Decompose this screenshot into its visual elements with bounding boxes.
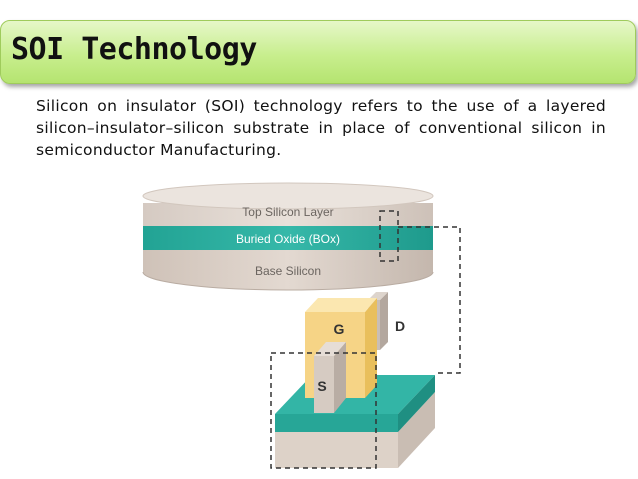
source-fin-top <box>314 342 346 356</box>
buried-oxide-layer <box>143 226 433 250</box>
wafer-bottom-edge <box>142 271 434 291</box>
base-silicon-body <box>143 250 433 272</box>
gate-side <box>365 298 377 398</box>
box-front <box>275 414 398 432</box>
wafer-top-surface <box>142 182 434 210</box>
top-silicon-label: Top Silicon Layer <box>242 205 333 219</box>
drain-fin-side <box>380 292 388 350</box>
drain-label: D <box>395 318 405 334</box>
base-silicon-label: Base Silicon <box>255 264 321 278</box>
source-label: S <box>317 378 326 394</box>
slide-title: SOI Technology <box>11 32 257 67</box>
wafer <box>142 182 434 291</box>
gate-label: G <box>334 321 345 337</box>
transistor-block <box>275 292 435 468</box>
source-fin-front <box>314 356 334 413</box>
title-bar: SOI Technology <box>0 20 636 84</box>
gate-top <box>305 298 377 312</box>
substrate-side <box>398 392 435 468</box>
top-silicon-layer <box>143 203 433 226</box>
substrate-front <box>275 432 398 468</box>
zoom-connector <box>398 226 461 374</box>
transistor-zoom-box <box>270 352 377 469</box>
source-fin-side <box>334 342 346 413</box>
description-text: Silicon on insulator (SOI) technology re… <box>36 97 606 159</box>
wafer-zoom-box <box>379 210 399 262</box>
box-side <box>398 375 435 432</box>
buried-oxide-label: Buried Oxide (BOx) <box>236 232 340 246</box>
